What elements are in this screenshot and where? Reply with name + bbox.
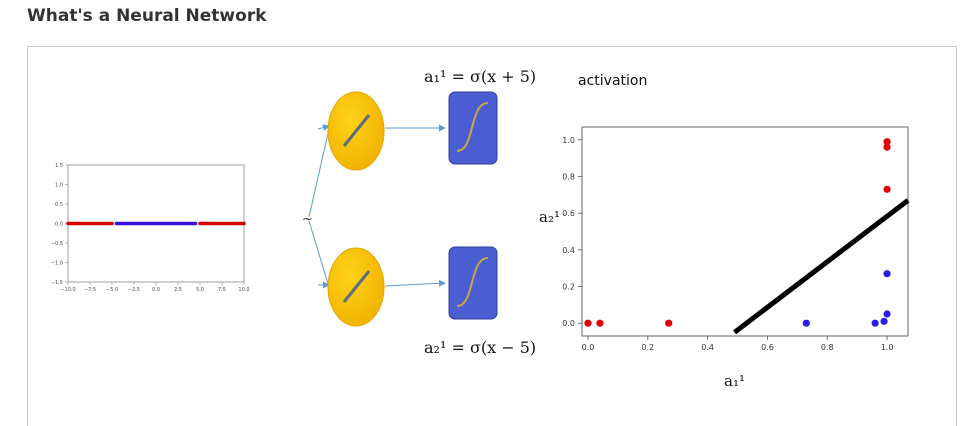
input-y-tick-label: 1.0 [55, 183, 63, 189]
input-y-tick-label: 1.5 [55, 163, 63, 169]
scatter-point [883, 270, 891, 278]
activation-plot-y-ticks: 0.0 0.2 0.4 0.6 0.8 1.0 [562, 136, 582, 328]
activation-y-tick-label: 0.4 [562, 246, 575, 255]
input-plot-x-ticks: −10.0 −7.5 −5.0 −2.5 0.0 2.5 5.0 7.5 10.0 [60, 282, 250, 293]
input-x-tick-label: 2.5 [174, 287, 182, 293]
scatter-point [883, 138, 891, 146]
activation-x-axis-label: a₁¹ [724, 372, 745, 390]
scatter-point [584, 319, 592, 327]
activation-label: activation [578, 73, 647, 89]
activation-y-tick-label: 0.6 [562, 209, 575, 218]
scatter-point [871, 319, 879, 327]
top-neuron-formula: a₁¹ = σ(x + 5) [424, 67, 536, 86]
network-diagram: 1.5 1.0 0.5 0.0 −0.5 −1.0 −1.5 −10.0 −7.5 −5.0 −2… [51, 67, 910, 390]
input-y-tick-label: −0.5 [51, 241, 63, 247]
scatter-point [883, 185, 891, 193]
input-x-tick-label: 7.5 [218, 287, 226, 293]
scatter-point [883, 143, 891, 151]
input-x-tick-label: −5.0 [106, 287, 118, 293]
activation-x-tick-label: 0.6 [761, 343, 774, 352]
scatter-point [596, 319, 604, 327]
input-to-bottom-connection [308, 220, 330, 288]
input-plot-y-ticks: 1.5 1.0 0.5 0.0 −0.5 −1.0 −1.5 [51, 163, 68, 286]
input-y-tick-label: −1.5 [51, 280, 63, 286]
activation-y-axis-label: a₂¹ [539, 208, 560, 226]
activation-plot-frame [581, 126, 909, 337]
activation-x-tick-label: 0.2 [641, 343, 654, 352]
bottom-neuron-output-arrow [384, 279, 446, 287]
activation-x-tick-label: 1.0 [881, 343, 894, 352]
linear-function-icon [342, 114, 371, 147]
activation-x-tick-label: 0.4 [701, 343, 714, 352]
input-node-glyph: ~ [302, 212, 313, 227]
linear-neuron-bottom [327, 247, 385, 327]
activation-x-tick-label: 0.0 [582, 343, 595, 352]
activation-points [584, 138, 891, 327]
activation-plot-x-ticks: 0.0 0.2 0.4 0.6 0.8 1.0 [582, 336, 894, 352]
scatter-point [880, 317, 888, 325]
activation-x-tick-label: 0.8 [821, 343, 834, 352]
scatter-point [665, 319, 673, 327]
input-x-tick-label: 10.0 [238, 287, 249, 293]
input-x-tick-label: 5.0 [196, 287, 204, 293]
activation-y-tick-label: 1.0 [562, 136, 575, 145]
input-y-tick-label: −1.0 [51, 261, 63, 267]
top-neuron-input-arrow [317, 124, 330, 131]
activation-plot: 0.0 0.2 0.4 0.6 0.8 1.0 0.0 0.2 0.4 0.6 0.8 1.0 a₂… [539, 126, 910, 390]
page-title: What's a Neural Network [27, 6, 267, 26]
activation-y-tick-label: 0.8 [562, 173, 575, 182]
linear-neuron-top [327, 91, 385, 171]
input-x-tick-label: −10.0 [60, 287, 75, 293]
input-x-tick-label: −2.5 [128, 287, 140, 293]
input-y-tick-label: 0.0 [55, 222, 63, 228]
network-connections [308, 124, 446, 289]
input-x-tick-label: −7.5 [84, 287, 96, 293]
sigmoid-box-top [448, 91, 498, 165]
scatter-point [883, 310, 891, 318]
bottom-neuron-formula: a₂¹ = σ(x − 5) [424, 338, 536, 357]
figure-frame: 1.5 1.0 0.5 0.0 −0.5 −1.0 −1.5 −10.0 −7.5 −5.0 −2… [27, 46, 957, 426]
linear-function-icon [342, 270, 371, 303]
input-to-top-connection [308, 128, 330, 218]
scatter-point [802, 319, 810, 327]
decision-boundary-line [733, 198, 910, 335]
sigmoid-curve-icon [456, 257, 489, 307]
sigmoid-box-bottom [448, 246, 498, 320]
input-x-tick-label: 0.0 [152, 287, 160, 293]
input-plot: 1.5 1.0 0.5 0.0 −0.5 −1.0 −1.5 −10.0 −7.5 −5.0 −2… [51, 163, 250, 293]
activation-y-tick-label: 0.0 [562, 319, 575, 328]
activation-y-tick-label: 0.2 [562, 283, 575, 292]
sigmoid-curve-icon [456, 102, 489, 152]
input-y-tick-label: 0.5 [55, 202, 63, 208]
decision-boundary [733, 198, 910, 335]
